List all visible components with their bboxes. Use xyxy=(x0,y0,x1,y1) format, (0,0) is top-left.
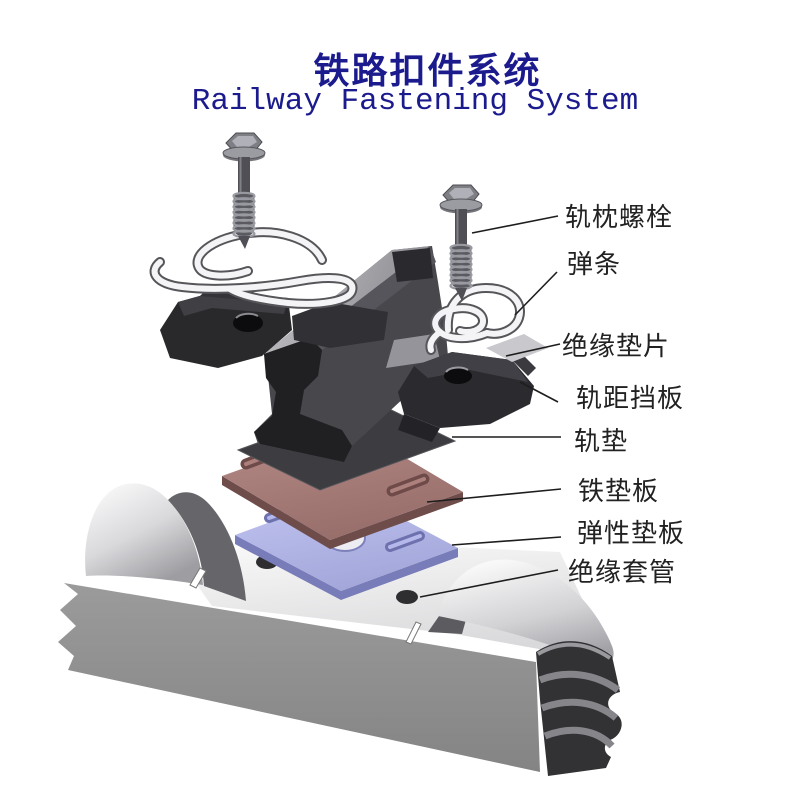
right-elastic-clip xyxy=(425,283,525,355)
deck-slot-left xyxy=(189,567,207,589)
page-title-chinese: 铁路扣件系统 xyxy=(313,50,542,91)
leader-lines xyxy=(419,215,562,598)
part-label-insulating-spacer: 绝缘垫片 xyxy=(562,331,671,361)
part-label-iron-tie-plate: 铁垫板 xyxy=(578,476,660,506)
sleeper-left-shoulder-side xyxy=(168,492,246,601)
left-elastic-clip xyxy=(149,227,358,309)
leader-gauge-baffle xyxy=(519,381,559,403)
part-label-elastic-backing-plate: 弹性垫板 xyxy=(577,518,686,548)
rail-far-end xyxy=(392,248,433,282)
part-label-sleeper-bolt: 轨枕螺栓 xyxy=(565,202,674,232)
rail-cross-section xyxy=(254,338,352,462)
rail-body xyxy=(254,246,448,462)
page-title-english: Railway Fastening System xyxy=(191,84,639,119)
right-sleeper-bolt xyxy=(438,183,484,303)
leader-iron-tie-plate xyxy=(426,488,562,503)
part-label-rail-pad: 轨垫 xyxy=(574,426,629,456)
right-baffle-hole xyxy=(444,368,472,384)
right-gauge-baffle xyxy=(398,352,536,442)
part-label-insulating-sleeve: 绝缘套管 xyxy=(568,557,677,587)
sleeve-hole-right xyxy=(396,590,418,604)
leader-sleeper-bolt xyxy=(471,215,559,234)
sleeper-ribs xyxy=(536,642,621,749)
leader-elastic-backing-plate xyxy=(451,536,562,546)
sleeper-left-shoulder xyxy=(85,483,203,585)
leader-insulating-spacer xyxy=(505,343,561,357)
left-baffle-hole xyxy=(233,314,263,332)
leader-elastic-clip xyxy=(514,271,558,316)
leader-insulating-sleeve xyxy=(419,569,559,598)
sleeper-front-face xyxy=(58,583,540,772)
part-label-gauge-baffle: 轨距挡板 xyxy=(576,383,685,413)
left-gauge-baffle xyxy=(160,284,388,368)
deck-slot-right xyxy=(405,621,422,645)
part-label-elastic-clip: 弹条 xyxy=(567,249,622,279)
insulating-spacer xyxy=(486,334,548,362)
